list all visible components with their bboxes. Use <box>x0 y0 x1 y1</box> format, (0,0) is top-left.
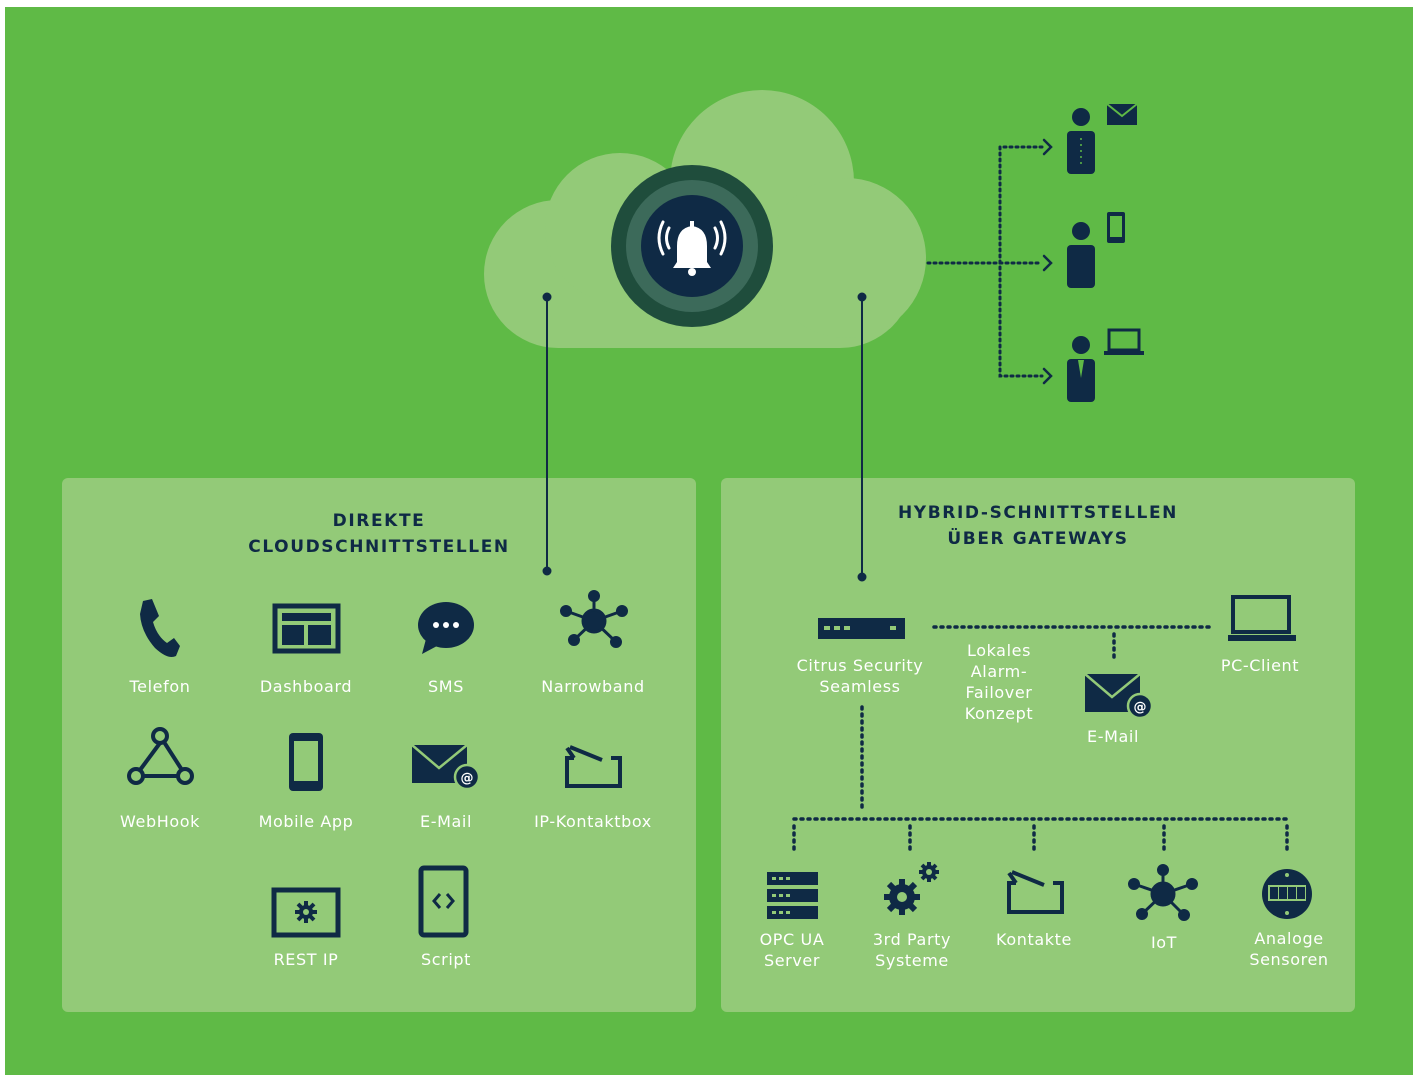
failover-label: Lokales Alarm- Failover Konzept <box>964 641 1034 723</box>
pc-client-icon <box>1228 595 1296 641</box>
webhook-icon <box>127 727 194 785</box>
notification-arrows <box>926 145 1044 378</box>
gateway-device-icon <box>818 618 905 639</box>
item-label-sms: SMS <box>428 677 464 696</box>
alarm-bell-icon <box>611 165 773 327</box>
mobile-phone-icon <box>289 733 323 791</box>
item-label-email: E-Mail <box>420 812 472 831</box>
item-label-rest-ip: REST IP <box>273 950 339 969</box>
item-label-telefon: Telefon <box>129 677 191 696</box>
server-stack-icon <box>767 872 818 919</box>
left-panel-title: DIREKTE CLOUDSCHNITTSTELLEN <box>248 511 510 557</box>
person-email-icon <box>1067 108 1095 174</box>
gateway-connectors <box>792 625 1289 852</box>
dashboard-icon <box>272 603 341 654</box>
narrowband-network-icon <box>560 590 628 648</box>
person-laptop-icon <box>1067 336 1095 402</box>
smartphone-icon <box>1107 212 1125 243</box>
person-mobile-icon <box>1067 222 1095 288</box>
gears-icon <box>884 862 939 915</box>
contact-switch-icon <box>565 745 622 788</box>
source-label-analoge-sensoren: Analoge Sensoren <box>1249 929 1329 969</box>
source-label-opc-ua: OPC UA Server <box>759 930 825 970</box>
email-at-icon: @ <box>1084 673 1154 720</box>
cloud-connectors <box>542 292 867 582</box>
contact-switch-icon <box>1007 870 1064 914</box>
item-label-dashboard: Dashboard <box>259 677 353 696</box>
right-panel-title: HYBRID-SCHNITTSTELLEN ÜBER GATEWAYS <box>897 503 1179 549</box>
script-code-icon <box>418 865 469 938</box>
sms-bubble-icon <box>418 602 474 654</box>
item-label-script: Script <box>420 950 472 969</box>
email-at-icon: @ <box>411 744 481 791</box>
hybrid-interfaces-panel <box>721 478 1355 1012</box>
phone-icon <box>140 599 180 657</box>
item-label-narrowband: Narrowband <box>541 677 645 696</box>
meter-gauge-icon <box>1262 869 1312 919</box>
envelope-icon <box>1106 103 1138 125</box>
svg-text:@: @ <box>1134 700 1147 715</box>
arrow-heads <box>1042 138 1053 385</box>
source-label-kontakte: Kontakte <box>996 930 1072 949</box>
gateway-label: Citrus Security Seamless <box>796 656 924 696</box>
source-label-iot: IoT <box>1150 933 1178 952</box>
laptop-icon <box>1104 328 1144 355</box>
iot-network-icon <box>1128 864 1198 921</box>
item-label-ip-kontaktbox: IP-Kontaktbox <box>534 812 652 831</box>
svg-text:@: @ <box>461 771 474 786</box>
rest-gear-icon <box>271 887 341 938</box>
item-label-webhook: WebHook <box>120 812 200 831</box>
source-label-3rd-party: 3rd Party Systeme <box>872 930 952 970</box>
pc-client-label: PC-Client <box>1220 656 1300 675</box>
item-label-mobile-app: Mobile App <box>258 812 354 831</box>
hybrid-email-label: E-Mail <box>1087 727 1139 746</box>
